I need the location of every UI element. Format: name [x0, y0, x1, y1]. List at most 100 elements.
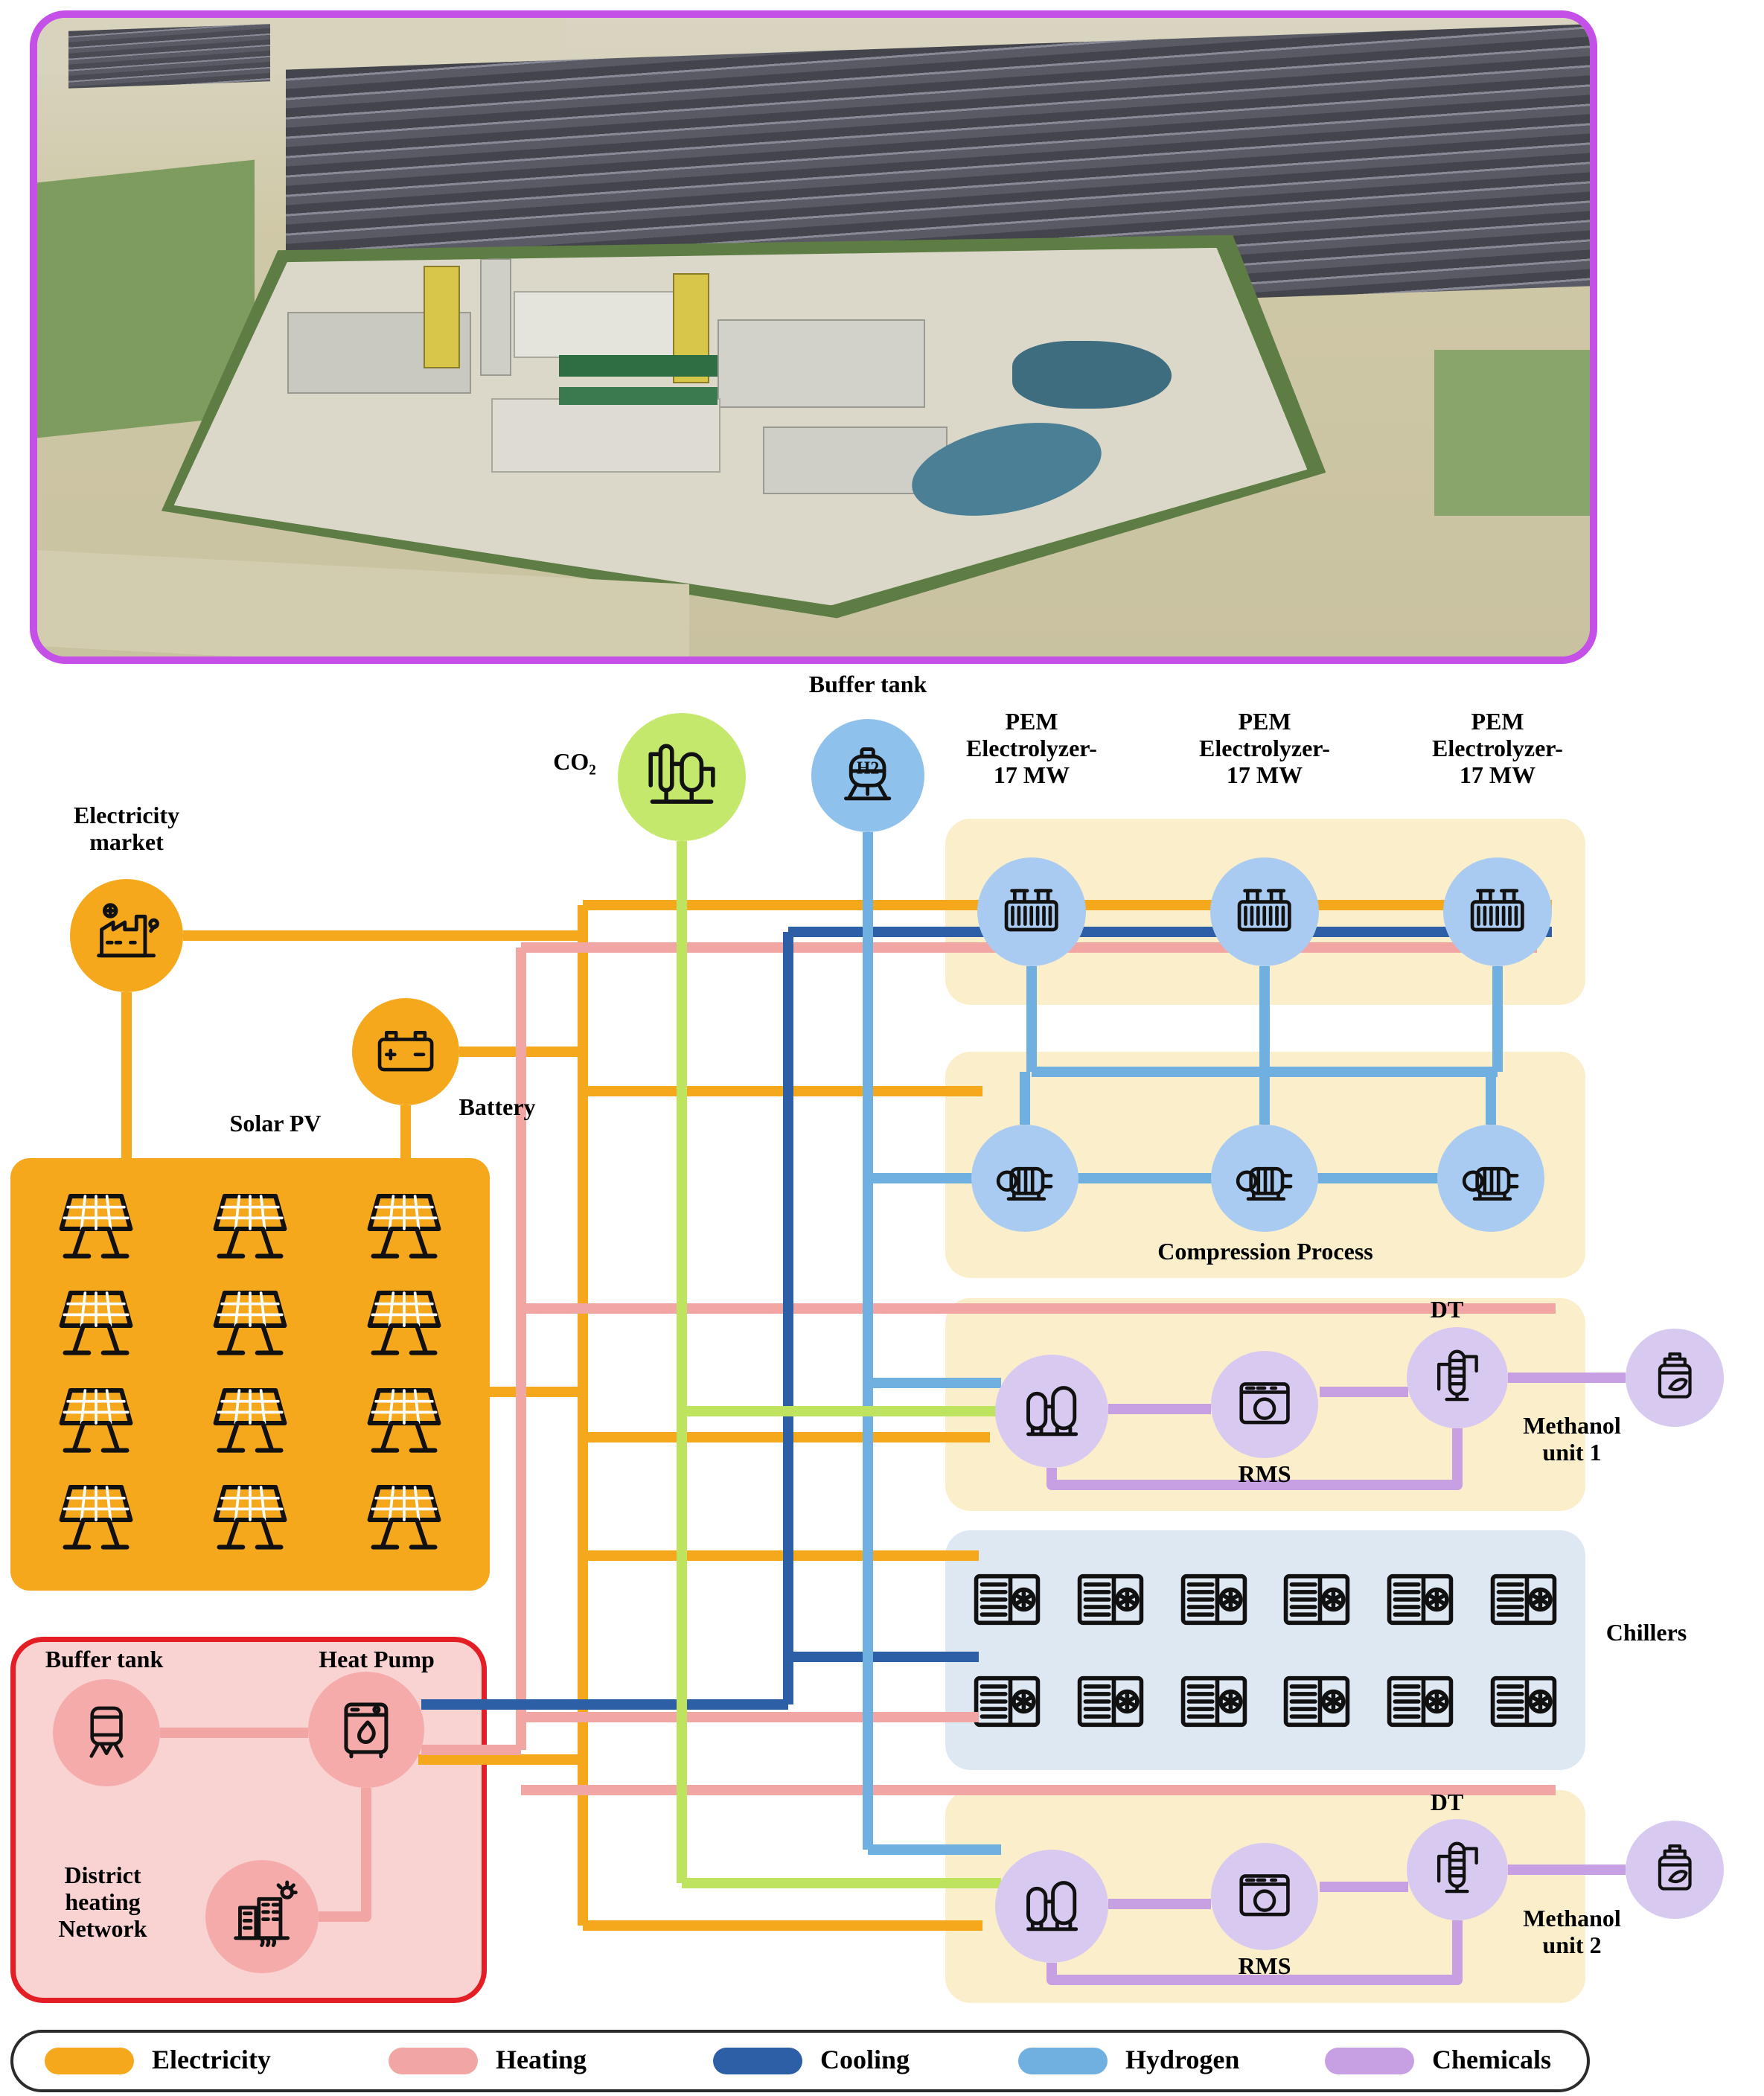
solar-panel-icon: [191, 1378, 310, 1469]
district-heating-label: District heating Network: [58, 1862, 147, 1942]
district-heating-node: [205, 1860, 319, 1973]
heat-pump-icon: [329, 1693, 403, 1767]
solar-panel-icon: [345, 1378, 464, 1469]
electrolyzer-icon: [1230, 877, 1299, 946]
methanol-product-2-node: [1626, 1821, 1724, 1919]
green-units-row: [559, 387, 718, 406]
legend-label-chemicals: Chemicals: [1432, 2045, 1551, 2074]
solar-panel-icon: [36, 1474, 156, 1565]
dt-1-label: DT: [1430, 1296, 1464, 1323]
distillation-tower-2-node: [1407, 1819, 1508, 1920]
rms-icon: [1230, 1862, 1299, 1931]
chillers-label: Chillers: [1605, 1619, 1687, 1646]
chiller-icon: [1067, 1558, 1154, 1641]
chillers-zone: [945, 1530, 1585, 1770]
methanol-unit-2-label: Methanol unit 2: [1523, 1905, 1621, 1958]
compressor-icon: [991, 1144, 1059, 1212]
battery-node: [352, 998, 459, 1105]
rms-1-label: RMS: [1238, 1460, 1291, 1487]
chiller-icon: [1067, 1660, 1154, 1743]
legend-swatch-chemicals: [1325, 2048, 1414, 2074]
electricity-market-node: [70, 879, 183, 992]
pem-electrolyzer-2-node: [1210, 857, 1319, 966]
co2-label: CO₂: [553, 748, 596, 775]
distillation-tower-icon: [1425, 1345, 1489, 1410]
chillers-grid: [945, 1530, 1585, 1770]
legend-swatch-heating: [389, 2048, 478, 2074]
market-icon: [90, 899, 162, 971]
compressor-2-node: [1211, 1125, 1318, 1232]
electricity-market-label: Electricity market: [73, 802, 180, 855]
solar-panel-icon: [345, 1183, 464, 1274]
methanol-product-1-node: [1626, 1329, 1724, 1427]
h2-badge: H2: [856, 758, 880, 779]
pem-electrolyzer-3-label: PEM Electrolyzer- 17 MW: [1432, 708, 1563, 788]
reactor-icon: [1015, 1870, 1087, 1942]
battery-label: Battery: [458, 1093, 536, 1120]
heat-pump-label: Heat Pump: [319, 1646, 435, 1672]
compressor-icon: [1230, 1144, 1299, 1212]
solar-panel-icon: [345, 1280, 464, 1371]
compressor-1-node: [971, 1125, 1078, 1232]
chiller-icon: [963, 1660, 1051, 1743]
legend-label-heating: Heating: [496, 2045, 587, 2074]
solar-pv-label: Solar PV: [229, 1110, 322, 1137]
co2-source-node: [618, 713, 746, 841]
legend-label-hydrogen: Hydrogen: [1125, 2045, 1240, 2074]
pem-electrolyzer-1-node: [977, 857, 1086, 966]
electrolyzer-icon: [997, 877, 1066, 946]
legend-label-electricity: Electricity: [152, 2045, 271, 2074]
methanol-reactor-2-node: [995, 1850, 1108, 1963]
pond: [1012, 340, 1172, 409]
rms-2-label: RMS: [1238, 1952, 1291, 1979]
solar-panel-icon: [36, 1280, 156, 1371]
heat-buffer-tank-node: [53, 1679, 160, 1786]
building: [490, 397, 721, 473]
pem-electrolyzer-2-label: PEM Electrolyzer- 17 MW: [1199, 708, 1330, 788]
legend-swatch-electricity: [45, 2048, 134, 2074]
building: [514, 290, 676, 359]
rms-1-node: [1211, 1351, 1318, 1458]
process-tower: [423, 265, 461, 369]
solar-panel-icon: [191, 1474, 310, 1565]
heat-buffer-tank-label: Buffer tank: [45, 1646, 164, 1672]
chiller-icon: [1170, 1660, 1258, 1743]
rms-icon: [1230, 1370, 1299, 1439]
distillation-tower-1-node: [1407, 1327, 1508, 1428]
chiller-icon: [1170, 1558, 1258, 1641]
rms-2-node: [1211, 1843, 1318, 1950]
solar-panel-icon: [191, 1280, 310, 1371]
methanol-canister-icon: [1643, 1838, 1706, 1901]
solar-panel-icon: [36, 1378, 156, 1469]
district-buildings-icon: [226, 1880, 298, 1952]
chiller-icon: [1480, 1660, 1568, 1743]
legend-label-cooling: Cooling: [820, 2045, 910, 2074]
green-units-row: [559, 355, 718, 377]
chiller-icon: [1480, 1558, 1568, 1641]
compression-process-label: Compression Process: [1157, 1238, 1373, 1265]
buffer-tank-top-label: Buffer tank: [808, 671, 927, 697]
hydrogen-buffer-tank-node: H2: [811, 719, 924, 832]
compressor-3-node: [1437, 1125, 1544, 1232]
buffer-tank-icon: [72, 1699, 141, 1767]
heat-pump-node: [308, 1672, 424, 1788]
methanol-reactor-1-node: [995, 1355, 1108, 1468]
methanol-canister-icon: [1643, 1346, 1706, 1409]
chiller-icon: [1376, 1558, 1464, 1641]
chiller-icon: [963, 1558, 1051, 1641]
chiller-icon: [1273, 1558, 1361, 1641]
solar-panel-icon: [191, 1183, 310, 1274]
chiller-icon: [1376, 1660, 1464, 1743]
solar-array-small: [68, 24, 270, 89]
methanol-unit-1-label: Methanol unit 1: [1523, 1412, 1621, 1466]
solar-panel-icon: [345, 1474, 464, 1565]
electrolyzer-icon: [1463, 877, 1532, 946]
pem-electrolyzer-1-label: PEM Electrolyzer- 17 MW: [966, 708, 1097, 788]
co2-plant-icon: [641, 736, 723, 818]
solar-pv-array: [10, 1158, 490, 1591]
plant-aerial-photo: [30, 10, 1597, 664]
solar-panel-icon: [36, 1183, 156, 1274]
chiller-icon: [1273, 1660, 1361, 1743]
distillation-tower-icon: [1425, 1837, 1489, 1902]
